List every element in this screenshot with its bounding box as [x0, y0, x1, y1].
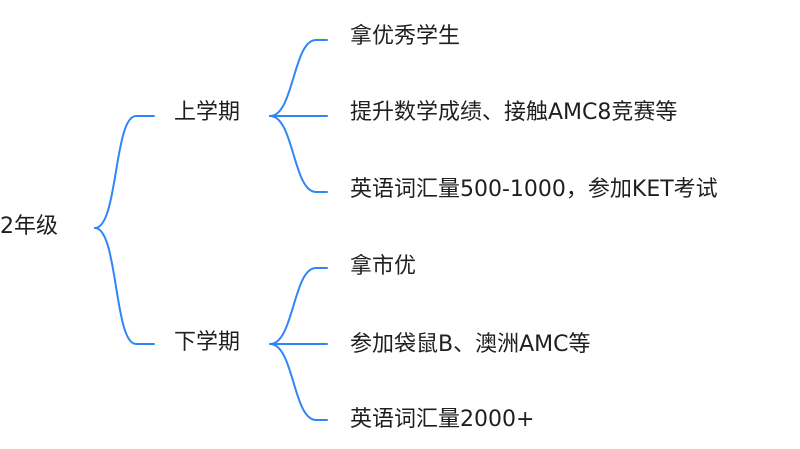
root-connector-upper [94, 115, 155, 229]
leaf-node-english-ket: 英语词汇量500-1000，参加KET考试 [350, 177, 718, 202]
root-node: 2年级 [0, 214, 58, 239]
branch-2-connector-top [269, 267, 328, 345]
branch-node-lower-semester: 下学期 [174, 330, 241, 355]
leaf-node-competitions: 参加袋鼠B、澳洲AMC等 [350, 332, 591, 357]
leaf-node-city-excellent: 拿市优 [350, 254, 417, 279]
leaf-node-excellent-student: 拿优秀学生 [350, 24, 461, 49]
branch-1-connector-top [269, 39, 328, 117]
branch-2-connector-bottom [269, 343, 328, 421]
root-connector-lower [94, 227, 155, 345]
branch-1-connector-bottom [269, 115, 328, 193]
branch-node-upper-semester: 上学期 [174, 100, 241, 125]
leaf-node-english-vocabulary: 英语词汇量2000+ [350, 407, 535, 432]
leaf-node-math-competition: 提升数学成绩、接触AMC8竞赛等 [350, 100, 678, 125]
